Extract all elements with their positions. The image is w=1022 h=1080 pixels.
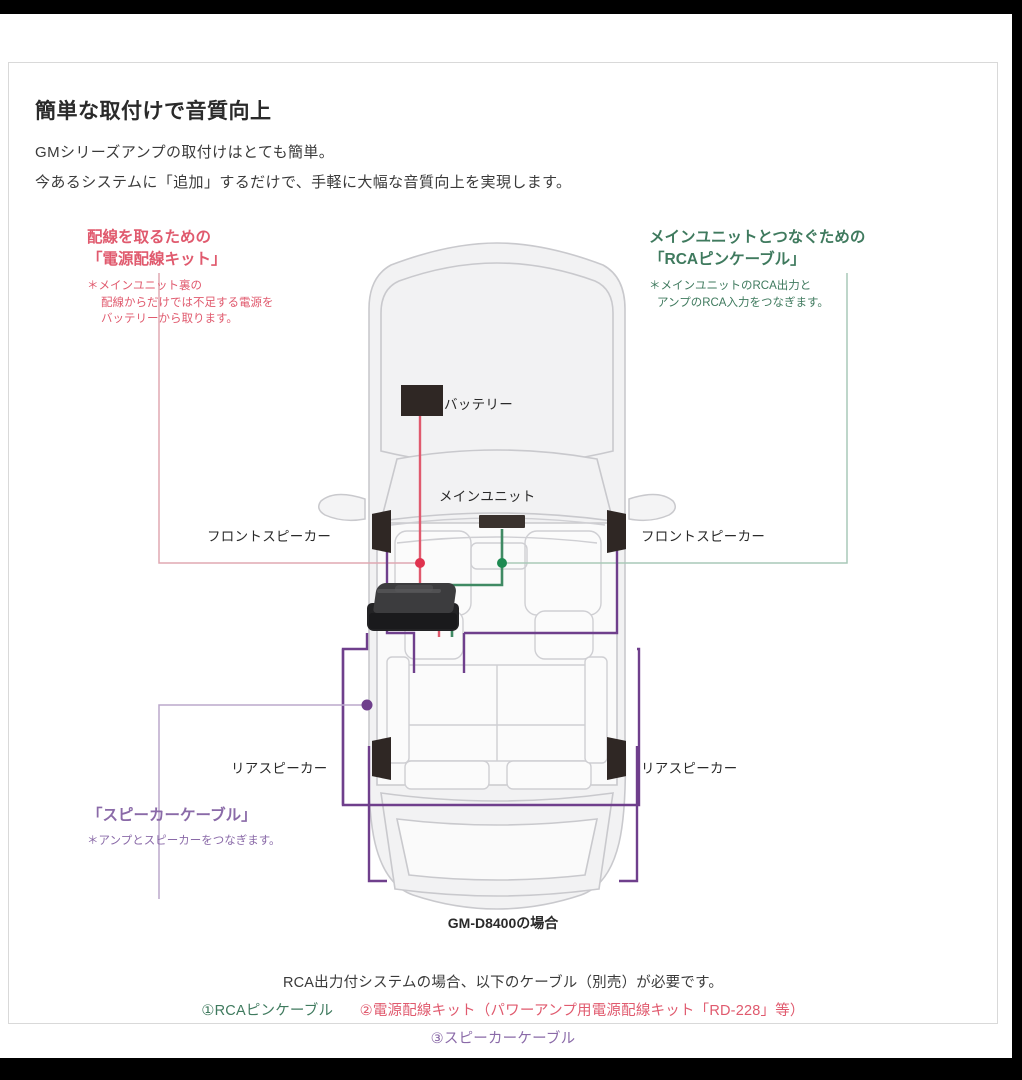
speaker-note-1: ＊アンプとスピーカーをつなぎます。 xyxy=(87,835,281,848)
intro-line-2: 今あるシステムに「追加」するだけで、手軽に大幅な音質向上を実現します。 xyxy=(35,174,572,191)
rca-heading-2: 「RCAピンケーブル」 xyxy=(649,251,806,269)
footer-line-1: RCA出力付システムの場合、以下のケーブル（別売）が必要です。 xyxy=(282,975,724,991)
speaker-junction-dot xyxy=(361,699,373,711)
power-leader-line xyxy=(158,273,420,564)
footer-item-1: ①RCAピンケーブル xyxy=(201,1003,334,1019)
letterbox-bottom-bar xyxy=(0,1058,1022,1080)
annotation-power-kit: 配線を取るための 「電源配線キット」 ＊メインユニット裏の 配線からだけでは不足… xyxy=(87,227,274,328)
rear-seats xyxy=(386,656,608,790)
battery-block xyxy=(401,385,443,416)
footer-item-3: ③スピーカーケーブル xyxy=(430,1031,576,1047)
power-junction-dot xyxy=(415,558,425,568)
label-front-speaker-right: フロントスピーカー xyxy=(641,529,766,544)
page-title: 簡単な取付けで音質向上 xyxy=(35,100,272,123)
main-unit-block xyxy=(479,515,525,528)
power-kit-heading-2: 「電源配線キット」 xyxy=(87,251,227,269)
label-rear-speaker-left: リアスピーカー xyxy=(231,761,328,776)
side-mirrors xyxy=(318,493,676,522)
amplifier-highlight xyxy=(376,589,442,593)
amplifier-front-face xyxy=(369,613,457,629)
content-card: 簡単な取付けで音質向上 GMシリーズアンプの取付けはとても簡単。 今あるシステム… xyxy=(8,62,998,1047)
footer-item-2: ②電源配線キット（パワーアンプ用電源配線キット「RD-228」等） xyxy=(359,1003,805,1019)
speaker-leader-line xyxy=(158,704,367,899)
model-caption: GM-D8400の場合 xyxy=(447,915,559,931)
annotation-rca-cable: メインユニットとつなぐための 「RCAピンケーブル」 ＊メインユニットのRCA出… xyxy=(649,227,865,311)
label-rear-speaker-right: リアスピーカー xyxy=(641,761,738,776)
label-battery: バッテリー xyxy=(444,397,513,412)
rca-heading-1: メインユニットとつなぐための xyxy=(649,229,866,246)
power-kit-note-3: バッテリーから取ります。 xyxy=(101,313,238,326)
speaker-wire-purple xyxy=(341,519,641,883)
label-front-speaker-left: フロントスピーカー xyxy=(207,529,332,544)
amplifier-unit xyxy=(365,583,463,641)
letterbox-top-bar xyxy=(0,0,1022,14)
label-main-unit: メインユニット xyxy=(439,489,536,504)
installation-diagram: 配線を取るための 「電源配線キット」 ＊メインユニット裏の 配線からだけでは不足… xyxy=(9,213,997,1047)
footer-line-3: ③スピーカーケーブル xyxy=(9,1027,997,1048)
power-kit-note-2: 配線からだけでは不足する電源を xyxy=(101,296,274,309)
speaker-heading-1: 「スピーカーケーブル」 xyxy=(87,807,257,824)
rca-junction-dot xyxy=(497,558,507,568)
power-kit-note-1: ＊メインユニット裏の xyxy=(87,279,202,292)
footer-line-2: ①RCAピンケーブル ②電源配線キット（パワーアンプ用電源配線キット「RD-22… xyxy=(9,999,997,1020)
car-diagram-svg xyxy=(158,242,848,910)
page-background: 簡単な取付けで音質向上 GMシリーズアンプの取付けはとても簡単。 今あるシステム… xyxy=(0,14,1012,1058)
rca-note-2: アンプのRCA入力をつなぎます。 xyxy=(657,296,829,309)
rca-note-1: ＊メインユニットのRCA出力と xyxy=(649,279,812,292)
letterbox-right-bar xyxy=(1012,0,1022,1080)
annotation-speaker-cable: 「スピーカーケーブル」 ＊アンプとスピーカーをつなぎます。 xyxy=(87,805,281,850)
intro-line-1: GMシリーズアンプの取付けはとても簡単。 xyxy=(35,144,335,161)
power-kit-heading-1: 配線を取るための xyxy=(87,229,212,246)
